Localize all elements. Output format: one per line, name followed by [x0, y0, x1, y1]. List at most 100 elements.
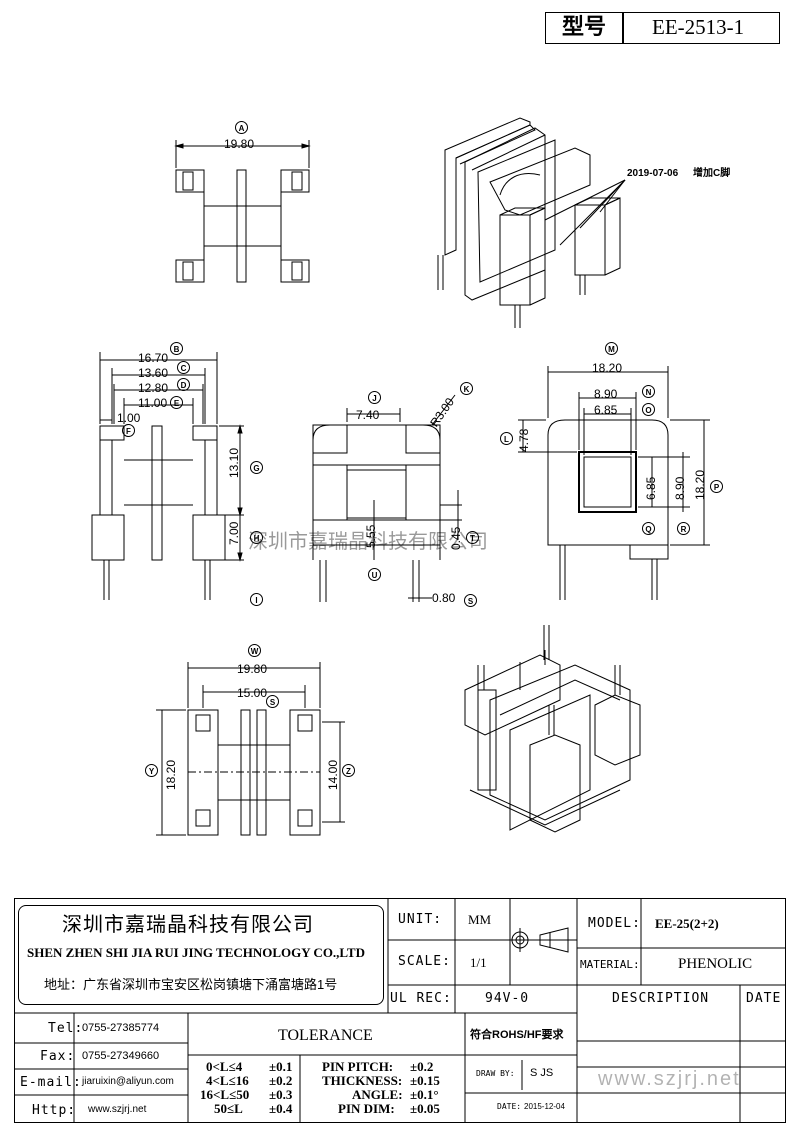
label-z: Z	[342, 764, 355, 777]
iso-view-bottom	[464, 625, 641, 833]
tel-label: Tel:	[48, 1021, 84, 1036]
company-cn: 深圳市嘉瑞晶科技有限公司	[62, 914, 314, 936]
title-block-lines	[14, 898, 786, 1123]
pin-row-2-label: THICKNESS:	[322, 1073, 403, 1088]
dim-o: 6.85	[594, 403, 618, 417]
unit-label: UNIT:	[398, 912, 443, 927]
pin-row-4-value: ±0.05	[410, 1101, 440, 1116]
label-q: Q	[642, 522, 655, 535]
tol-row-4-value: ±0.4	[269, 1101, 293, 1116]
model-label: MODEL:	[588, 916, 641, 931]
dim-q: 6.85	[644, 476, 658, 500]
pin-row-1-label: PIN PITCH:	[322, 1059, 394, 1074]
front-view	[91, 352, 244, 600]
label-g: G	[250, 461, 263, 474]
dim-g: 13.10	[227, 447, 241, 478]
pin-row-4-label: PIN DIM:	[338, 1101, 395, 1116]
tol-row-1-value: ±0.1	[269, 1059, 293, 1074]
model-header-label: 型号	[562, 14, 607, 39]
side-view	[312, 394, 462, 602]
label-n: N	[642, 385, 655, 398]
dim-r: 8.90	[673, 476, 687, 500]
fax-label: Fax:	[40, 1049, 76, 1064]
tol-row-3-value: ±0.3	[269, 1087, 293, 1102]
dim-f: 1.00	[117, 411, 141, 425]
dim-j: 7.40	[356, 408, 380, 422]
bottom-view	[156, 662, 345, 836]
ulrec-value: 94V-0	[485, 991, 530, 1006]
dim-b: 16.70	[138, 351, 169, 365]
website-watermark: www.szjrj.net	[598, 1068, 741, 1090]
iso-note-text: 增加C脚	[693, 168, 731, 179]
title-block	[14, 898, 786, 1123]
dim-u: 0.80	[432, 591, 456, 605]
label-c: C	[177, 361, 190, 374]
dim-w: 19.80	[237, 662, 268, 676]
label-p: P	[710, 480, 723, 493]
pin-row-3-label: ANGLE:	[352, 1087, 403, 1102]
date-label: DATE	[746, 991, 782, 1006]
dim-p: 18.20	[693, 469, 707, 500]
email-value: jiaruixin@aliyun.com	[82, 1076, 174, 1087]
label-t: T	[466, 531, 479, 544]
label-i: I	[250, 593, 263, 606]
label-j: J	[368, 391, 381, 404]
watermark-company: 深圳市嘉瑞晶科技有限公司	[248, 531, 488, 553]
label-m: M	[605, 342, 618, 355]
material-value: PHENOLIC	[678, 956, 753, 972]
label-s-bottom: S	[266, 695, 279, 708]
label-s-side: U	[368, 568, 381, 581]
company-en: SHEN ZHEN SHI JIA RUI JING TECHNOLOGY CO…	[27, 945, 365, 960]
date2-label: DATE:	[497, 1102, 522, 1111]
drawby-label: DRAW BY:	[476, 1069, 515, 1078]
http-label: Http:	[32, 1103, 77, 1118]
scale-value: 1/1	[470, 955, 487, 970]
dim-d: 12.80	[138, 381, 169, 395]
email-label: E-mail:	[20, 1075, 82, 1090]
dim-e: 11.00	[138, 396, 168, 410]
tol-row-2-range: 4<L≤16	[206, 1073, 249, 1088]
label-o: O	[642, 403, 655, 416]
tol-row-1-range: 0<L≤4	[206, 1059, 243, 1074]
label-k: K	[460, 382, 473, 395]
tol-row-4-range: 50≤L	[214, 1101, 243, 1116]
dim-a: 19.80	[224, 137, 255, 151]
date2-value: 2015-12-04	[524, 1102, 565, 1111]
company-box	[18, 905, 384, 1005]
iso-view-top	[437, 117, 626, 328]
dim-c: 13.60	[138, 366, 169, 380]
material-label: MATERIAL:	[580, 958, 640, 971]
label-e: E	[170, 396, 183, 409]
dim-n: 8.90	[594, 387, 618, 401]
drawby-value: S JS	[530, 1067, 554, 1079]
label-r: R	[677, 522, 690, 535]
label-b: B	[170, 342, 183, 355]
unit-value: MM	[468, 912, 492, 927]
scale-label: SCALE:	[398, 954, 451, 969]
pin-row-1-value: ±0.2	[410, 1059, 434, 1074]
description-label: DESCRIPTION	[612, 991, 710, 1006]
model-header-divider	[622, 12, 624, 44]
label-u: S	[464, 594, 477, 607]
rohs-note: 符合ROHS/HF要求	[470, 1029, 564, 1041]
top-view	[174, 140, 311, 283]
http-value: www.szjrj.net	[88, 1104, 147, 1115]
label-h: H	[250, 531, 263, 544]
tol-row-2-value: ±0.2	[269, 1073, 293, 1088]
label-l: L	[500, 432, 513, 445]
pin-row-3-value: ±0.1°	[410, 1087, 439, 1102]
label-a: A	[235, 121, 248, 134]
model-header-box	[545, 12, 780, 44]
model-value: EE-25(2+2)	[655, 916, 719, 931]
dim-z: 14.00	[326, 759, 340, 790]
label-w: W	[248, 644, 261, 657]
end-view	[518, 366, 710, 600]
tel-value: 0755-27385774	[82, 1022, 160, 1034]
company-address: 地址：广东省深圳市宝安区松岗镇塘下涌富塘路1号	[44, 977, 338, 992]
dim-s-bottom: 15.00	[237, 686, 268, 700]
label-d: D	[177, 378, 190, 391]
dim-m: 18.20	[592, 361, 623, 375]
label-f: F	[122, 424, 135, 437]
tol-row-3-range: 16<L≤50	[200, 1087, 250, 1102]
